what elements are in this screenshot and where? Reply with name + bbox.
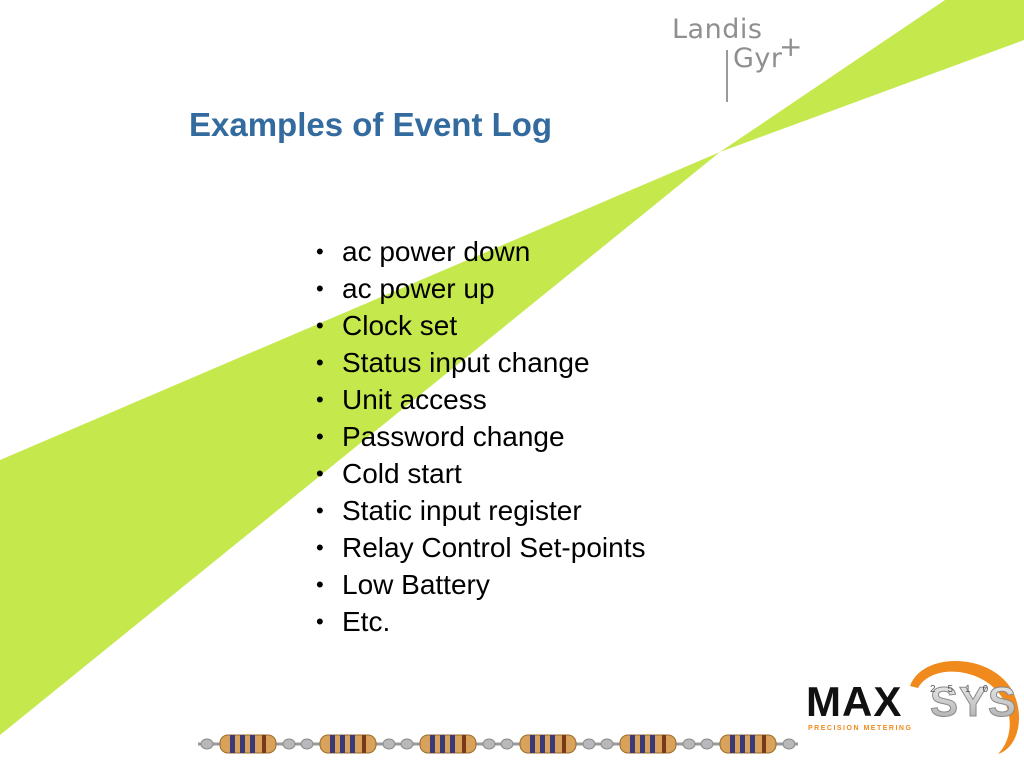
bullet-icon: • [316,313,324,338]
list-item-text: Relay Control Set-points [342,532,646,563]
bullet-icon: • [316,572,324,597]
maxsys-logo-max: MAX [806,678,902,725]
list-item: • Status input change [316,344,645,381]
bullet-icon: • [316,424,324,449]
bullet-icon: • [316,387,324,412]
landis-logo-divider [726,50,728,102]
list-item-text: ac power down [342,236,531,267]
list-item: • Etc. [316,603,645,640]
gyr-logo-text: Gyr [733,43,783,74]
list-item: • Cold start [316,455,645,492]
maxsys-logo: MAX SYS 2510 PRECISION METERING [806,660,1020,754]
list-item-text: Cold start [342,458,462,489]
bullet-icon: • [316,276,324,301]
list-item-text: Status input change [342,347,590,378]
list-item-text: Etc. [342,606,391,637]
maxsys-logo-tagline: PRECISION METERING [808,725,912,732]
maxsys-orange-swoosh [910,660,1020,754]
list-item-text: Clock set [342,310,458,341]
list-item: • Password change [316,418,645,455]
list-item: • Static input register [316,492,645,529]
list-item-text: Static input register [342,495,582,526]
list-item: • Clock set [316,307,645,344]
slide-title: Examples of Event Log [189,106,553,143]
list-item: • ac power up [316,270,645,307]
bullet-icon: • [316,535,324,560]
maxsys-logo-number: 2510 [930,684,1000,695]
bullet-icon: • [316,350,324,375]
resistor-strip-decoration [198,733,800,755]
list-item: • ac power down [316,233,645,270]
event-log-list: • ac power down • ac power up • Clock set •… [316,233,645,640]
list-item-text: Unit access [342,384,487,415]
logo-plus-sign: + [779,30,803,63]
bullet-icon: • [316,461,324,486]
bullet-icon: • [316,239,324,264]
list-item-text: Password change [342,421,565,452]
list-item: • Relay Control Set-points [316,529,645,566]
list-item: • Unit access [316,381,645,418]
landis-gyr-logo: Landis Gyr + [660,8,820,108]
landis-logo-text: Landis [672,14,763,45]
bullet-icon: • [316,609,324,634]
list-item-text: Low Battery [342,569,490,600]
maxsys-logo-sys: SYS [930,678,1017,725]
bullet-icon: • [316,498,324,523]
list-item: • Low Battery [316,566,645,603]
list-item-text: ac power up [342,273,495,304]
